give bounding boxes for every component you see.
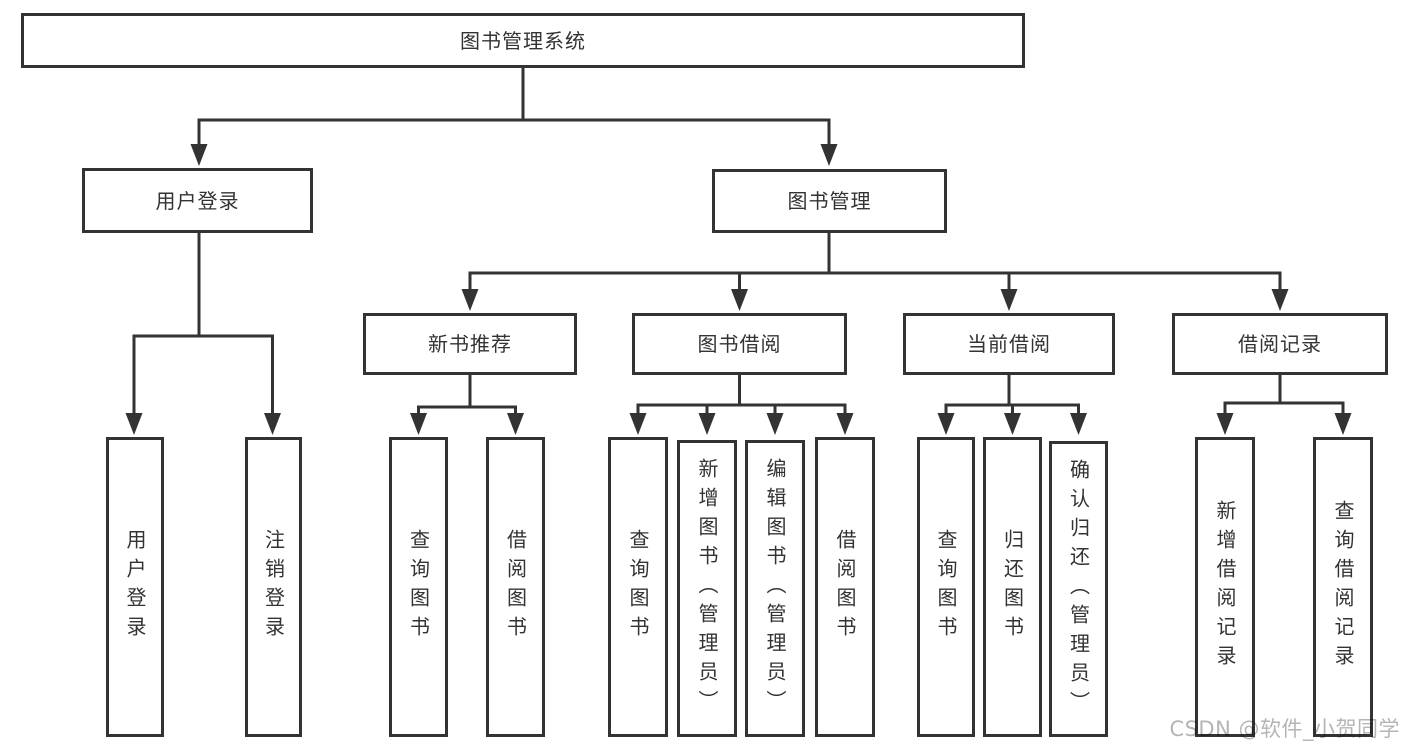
connector-root-to-branches bbox=[190, 67, 838, 166]
node-user-login: 用户登录 bbox=[82, 168, 313, 233]
leaf-query-borrow-record: 查询借阅记录 bbox=[1313, 437, 1373, 737]
connector-book-borrow-to-leaves bbox=[629, 374, 854, 435]
leaf-query-books-borrow: 查询图书 bbox=[608, 437, 668, 737]
leaf-borrow-books: 借阅图书 bbox=[815, 437, 875, 737]
connector-book-management-to-modules bbox=[461, 233, 1289, 311]
leaf-query-books-recommend: 查询图书 bbox=[389, 437, 448, 737]
connector-borrow-records-to-leaves bbox=[1216, 374, 1352, 435]
leaf-confirm-return-admin: 确认归还（管理员） bbox=[1049, 441, 1108, 737]
node-borrow-records: 借阅记录 bbox=[1172, 313, 1388, 375]
connector-new-book-recommend-to-leaves bbox=[410, 374, 524, 435]
leaf-user-login: 用户登录 bbox=[106, 437, 164, 737]
leaf-borrow-books-recommend: 借阅图书 bbox=[486, 437, 545, 737]
node-library-management-system: 图书管理系统 bbox=[21, 13, 1025, 68]
leaf-return-book: 归还图书 bbox=[983, 437, 1042, 737]
leaf-add-book-admin: 新增图书（管理员） bbox=[677, 440, 737, 737]
leaf-add-borrow-record: 新增借阅记录 bbox=[1195, 437, 1255, 737]
node-current-borrow: 当前借阅 bbox=[903, 313, 1115, 375]
leaf-query-books-current: 查询图书 bbox=[917, 437, 975, 737]
node-book-management: 图书管理 bbox=[712, 169, 947, 233]
node-new-book-recommend: 新书推荐 bbox=[363, 313, 577, 375]
connector-user-login-to-leaves bbox=[125, 233, 281, 435]
connector-current-borrow-to-leaves bbox=[937, 374, 1087, 435]
leaf-logout: 注销登录 bbox=[245, 437, 302, 737]
node-book-borrow: 图书借阅 bbox=[632, 313, 847, 375]
watermark-text: CSDN @软件_小贺同学 bbox=[1169, 717, 1400, 741]
leaf-edit-book-admin: 编辑图书（管理员） bbox=[745, 440, 805, 737]
